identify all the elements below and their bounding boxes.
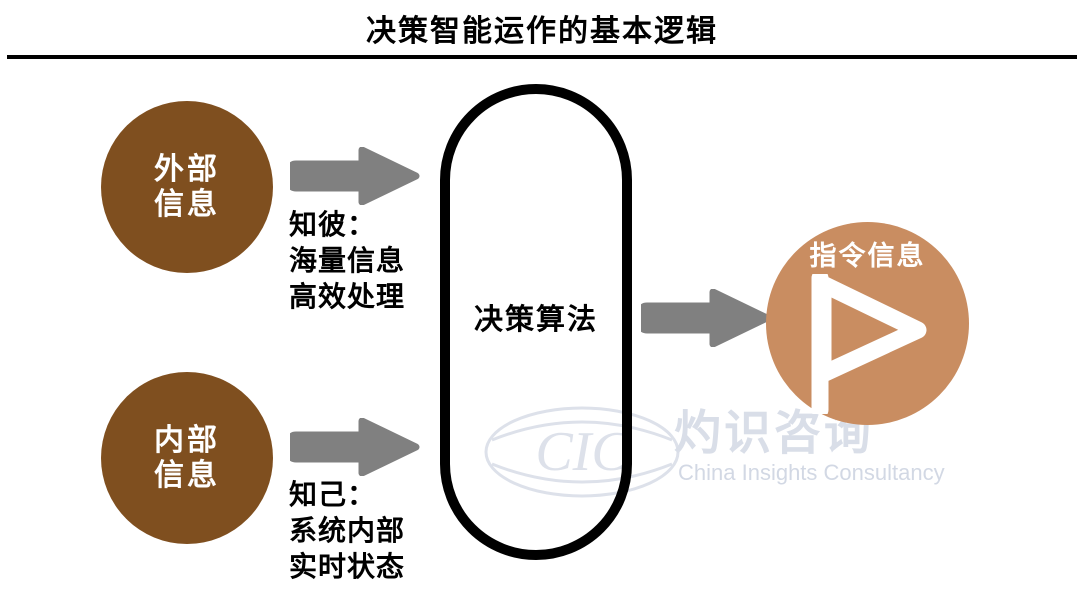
caption-know-others: 知彼： 海量信息 高效处理 bbox=[289, 210, 406, 313]
arrow-processor-to-output-icon bbox=[641, 289, 771, 347]
node-external-source-line1: 外部 bbox=[154, 152, 220, 186]
arrow-external-to-processor-icon bbox=[290, 147, 420, 205]
page-title: 决策智能运作的基本逻辑 bbox=[366, 15, 718, 48]
node-internal-source-line2: 信息 bbox=[154, 459, 220, 492]
node-processor[interactable] bbox=[440, 84, 632, 560]
watermark-company-en: China Insights Consultancy bbox=[678, 460, 945, 485]
node-internal-source[interactable]: 内部 信息 bbox=[101, 372, 273, 544]
caption-know-self: 知己： 系统内部 实时状态 bbox=[289, 480, 406, 583]
node-internal-source-line1: 内部 bbox=[154, 423, 220, 457]
node-external-source-line2: 信息 bbox=[154, 188, 220, 221]
node-output-label: 指令信息 bbox=[809, 241, 926, 271]
flag-icon bbox=[811, 274, 927, 414]
node-external-source[interactable]: 外部 信息 bbox=[101, 101, 273, 273]
title-divider bbox=[7, 55, 1077, 59]
node-processor-label: 决策算法 bbox=[473, 304, 598, 336]
node-output[interactable]: 指令信息 bbox=[766, 222, 969, 425]
arrow-internal-to-processor-icon bbox=[290, 418, 420, 476]
